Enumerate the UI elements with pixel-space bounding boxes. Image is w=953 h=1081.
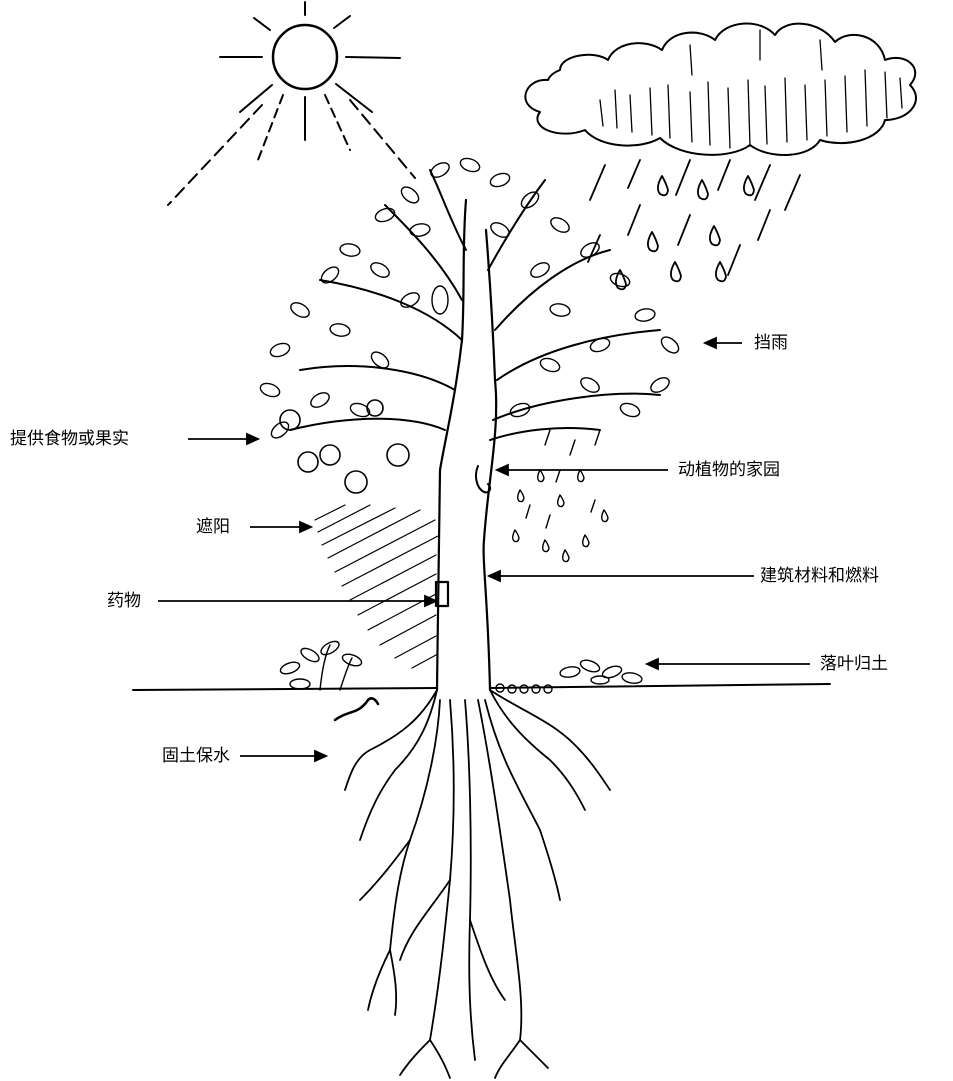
tree-roots bbox=[345, 690, 610, 1078]
label-medicine: 药物 bbox=[107, 591, 141, 611]
label-shade: 遮阳 bbox=[196, 517, 230, 537]
ground-line bbox=[133, 684, 830, 690]
canopy-leaves bbox=[259, 156, 682, 441]
rain-cloud bbox=[525, 24, 916, 156]
label-building-fuel: 建筑材料和燃料 bbox=[760, 566, 879, 586]
ground-plants bbox=[279, 639, 363, 690]
shade-hatching bbox=[315, 505, 438, 668]
label-soil-water: 固土保水 bbox=[162, 746, 230, 766]
sun-icon bbox=[168, 2, 415, 205]
earthworm-icon bbox=[335, 698, 378, 720]
fruits bbox=[280, 400, 409, 493]
tree-branches bbox=[290, 170, 660, 440]
label-food-fruit: 提供食物或果实 bbox=[10, 429, 129, 449]
label-leaf-litter: 落叶归土 bbox=[820, 654, 888, 674]
label-animal-home: 动植物的家园 bbox=[678, 460, 780, 480]
caterpillar-icon bbox=[476, 466, 490, 492]
label-rain-shield: 挡雨 bbox=[754, 333, 788, 353]
